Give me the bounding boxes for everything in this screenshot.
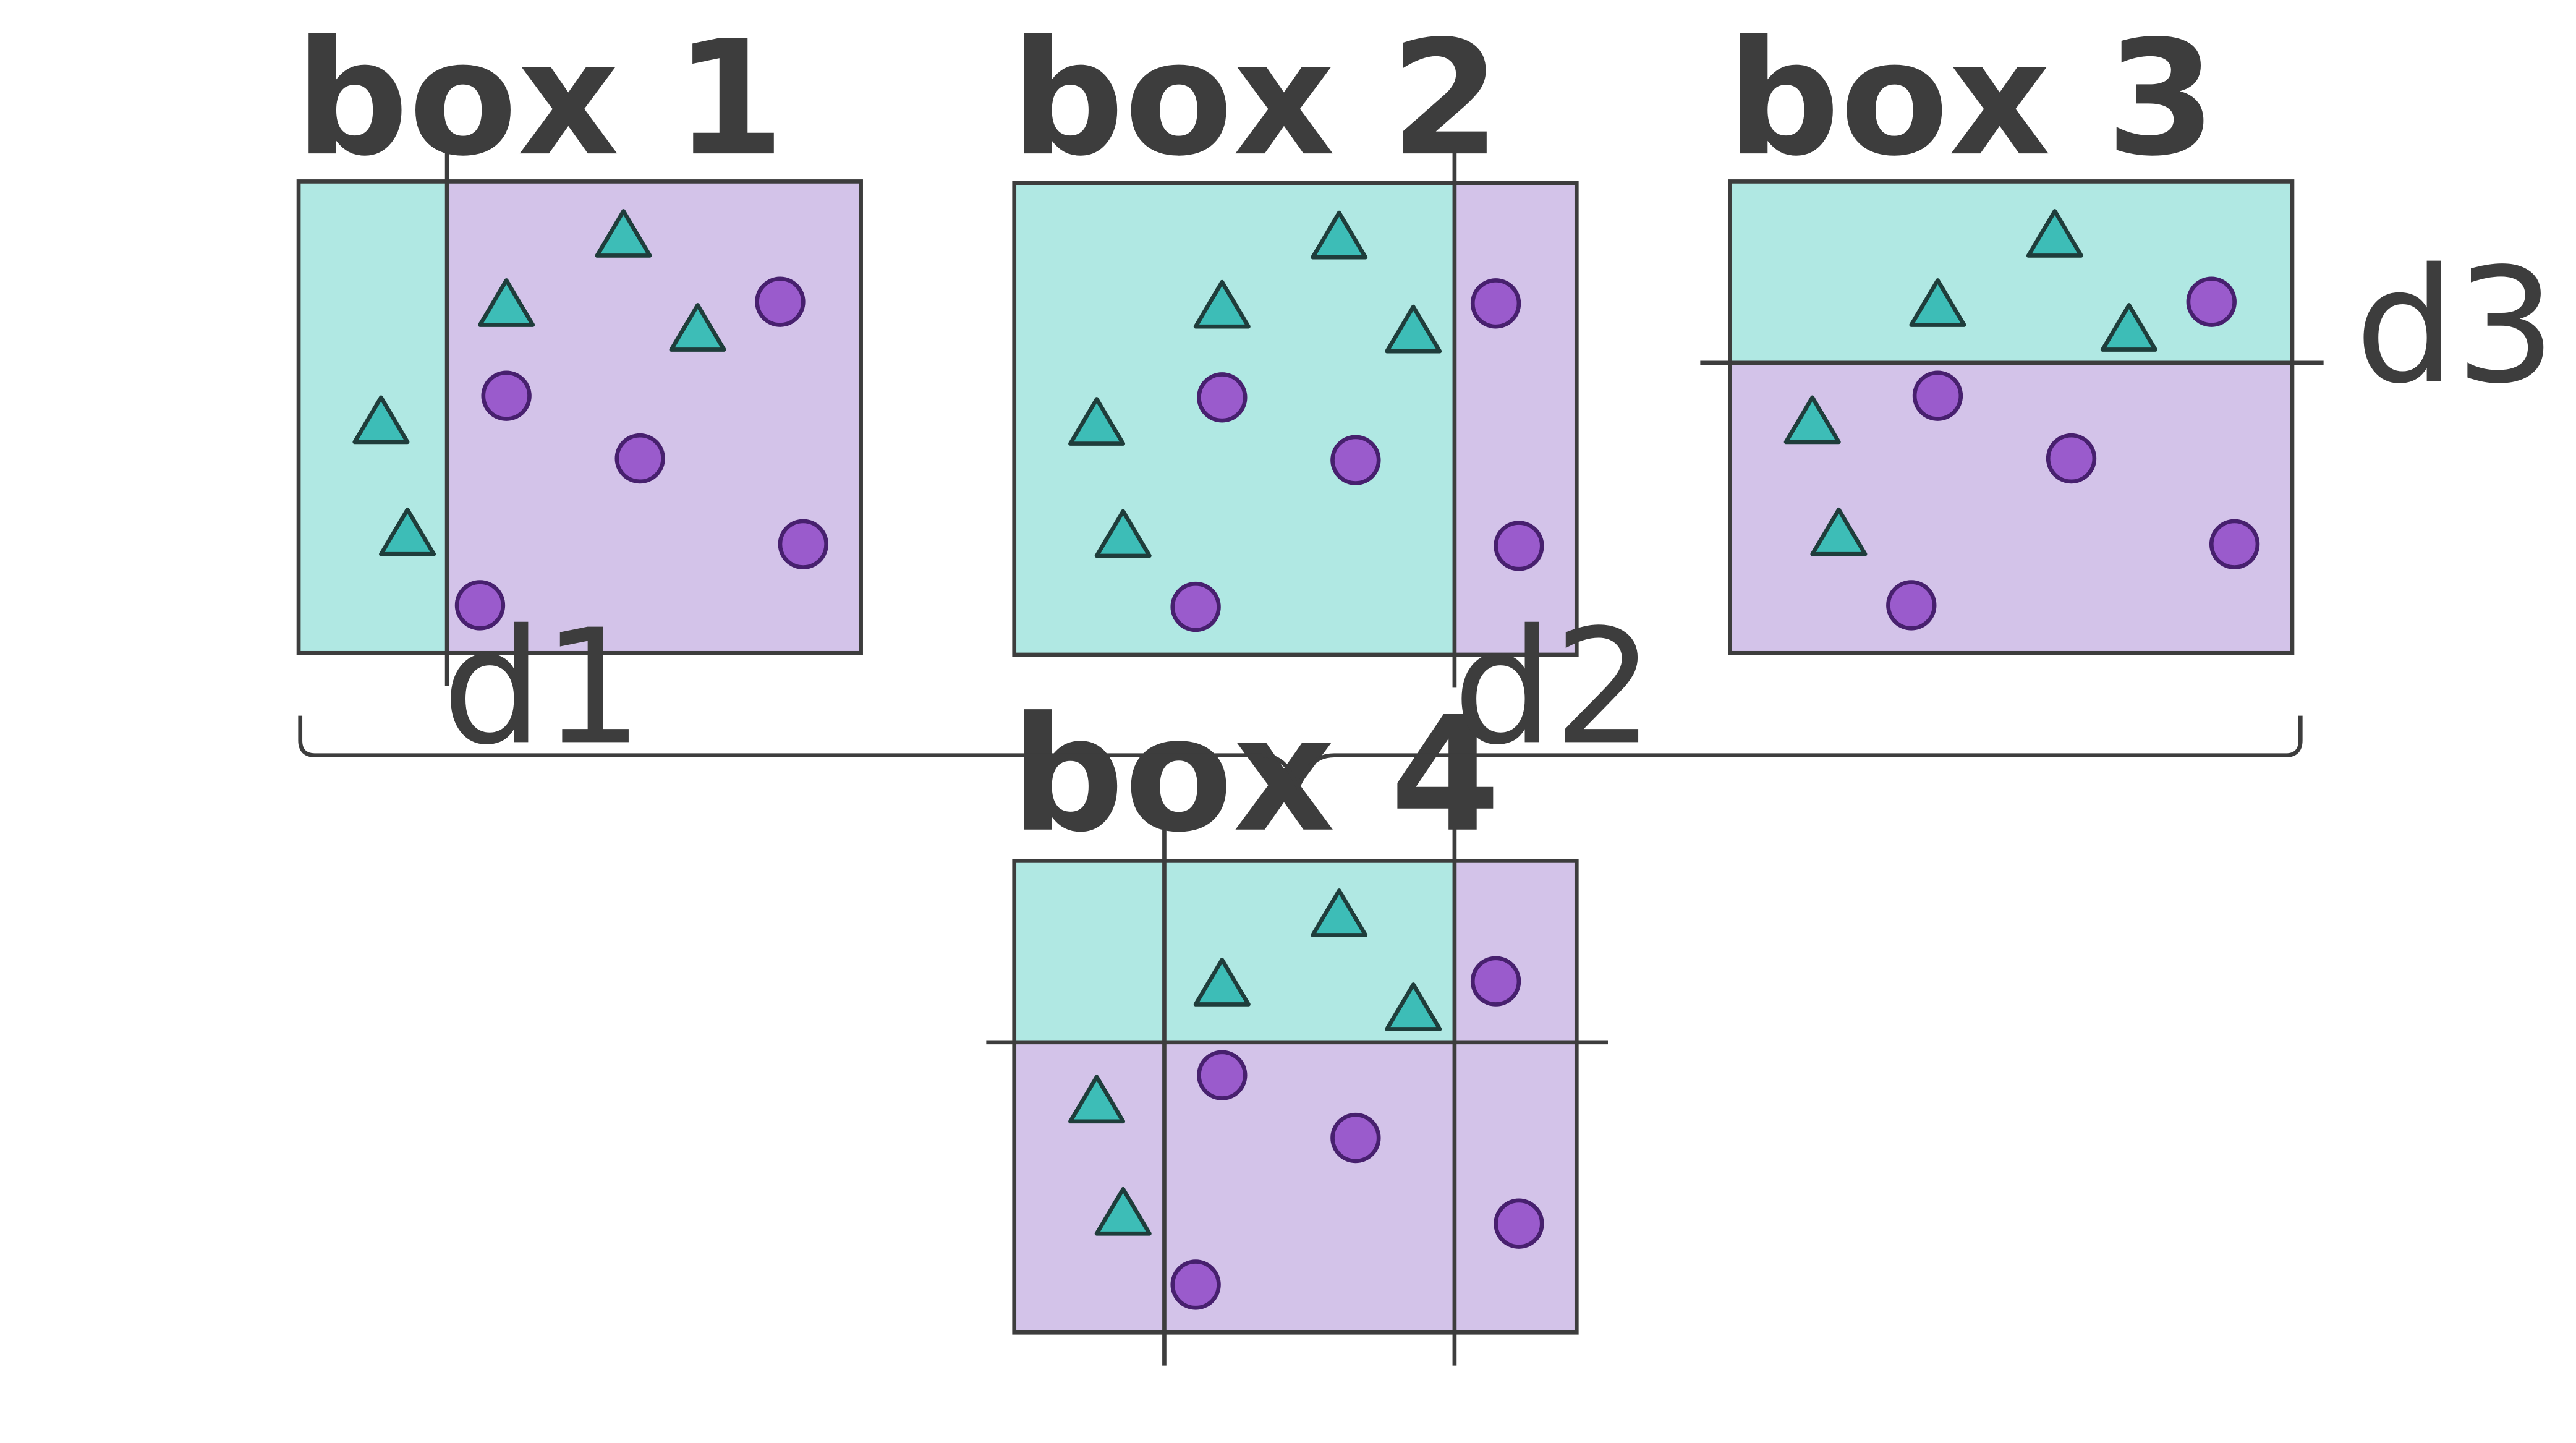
triangle-icon <box>669 303 726 352</box>
triangle-icon <box>1193 958 1251 1007</box>
split-label-d3: d3 <box>2355 234 2556 419</box>
triangle-icon <box>478 278 535 327</box>
box-2 <box>1012 150 1579 688</box>
triangle-icon <box>1068 397 1126 446</box>
circle-icon <box>2186 276 2237 327</box>
circle-icon <box>1330 1112 1381 1164</box>
region-class-b <box>1454 861 1577 1042</box>
triangle-icon <box>1094 1186 1152 1236</box>
circle-icon <box>1170 1259 1221 1310</box>
triangle-icon <box>1385 982 1442 1031</box>
triangle-icon <box>1311 210 1368 260</box>
circle-icon <box>755 276 806 327</box>
split-label-d1: d1 <box>442 595 643 780</box>
triangle-icon <box>379 507 436 556</box>
circle-icon <box>2046 433 2097 484</box>
split-label-d2: d2 <box>1453 595 1654 780</box>
box-1-title: box 1 <box>295 7 785 191</box>
region-class-b <box>1014 1042 1577 1333</box>
circle-icon <box>2209 519 2260 569</box>
combine-brace <box>298 715 2303 791</box>
triangle-icon <box>352 395 410 445</box>
triangle-icon <box>1094 509 1152 558</box>
triangle-icon <box>1909 278 1966 327</box>
circle-icon <box>1494 521 1544 571</box>
box-frame <box>1012 181 1579 657</box>
circle-icon <box>1470 278 1521 329</box>
triangle-icon <box>2026 209 2083 258</box>
circle-icon <box>1330 435 1381 485</box>
triangle-icon <box>1783 395 1841 445</box>
triangle-icon <box>1385 304 1442 354</box>
circle-icon <box>1170 581 1221 632</box>
box-frame <box>1728 179 2295 655</box>
box-2-title: box 2 <box>1011 7 1500 191</box>
circle-icon <box>1470 956 1521 1007</box>
region-class-a <box>1014 861 1455 1042</box>
box-frame <box>296 179 863 655</box>
box-1 <box>296 151 863 686</box>
triangle-icon <box>1068 1075 1126 1124</box>
circle-icon <box>481 370 532 421</box>
circle-icon <box>1886 580 1937 631</box>
box-3 <box>1700 179 2324 655</box>
triangle-icon <box>2100 303 2157 352</box>
triangle-icon <box>1810 507 1868 556</box>
region-class-b <box>1454 183 1577 655</box>
triangle-icon <box>1311 888 1368 937</box>
circle-icon <box>614 433 665 484</box>
region-class-a <box>1730 181 2292 363</box>
triangle-icon <box>595 209 652 258</box>
circle-icon <box>1197 372 1248 423</box>
circle-icon <box>1494 1198 1544 1249</box>
box-4 <box>986 824 1608 1366</box>
box-4-title: box 4 <box>1011 683 1500 867</box>
region-class-b <box>1730 362 2292 653</box>
box-frame <box>1012 859 1579 1335</box>
circle-icon <box>1912 370 1963 421</box>
circle-icon <box>778 519 828 569</box>
circle-icon <box>454 580 506 631</box>
box-3-title: box 3 <box>1727 7 2216 191</box>
triangle-icon <box>1193 279 1251 329</box>
circle-icon <box>1197 1050 1248 1100</box>
